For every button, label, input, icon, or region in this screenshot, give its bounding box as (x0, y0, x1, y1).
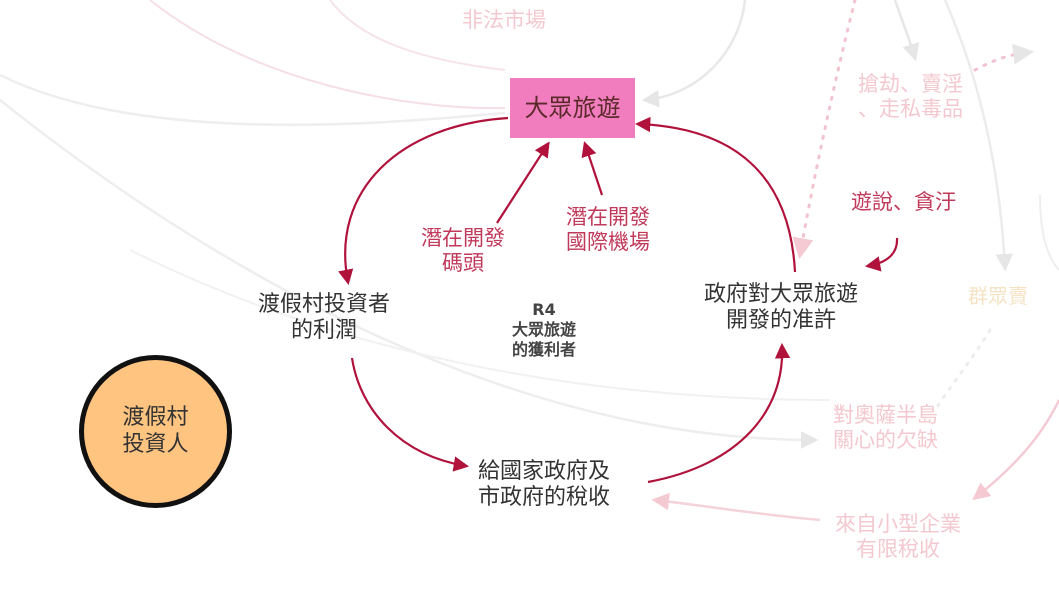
faded-link-curve (329, 0, 506, 71)
node-resort-investor: 渡假村 投資人 (79, 355, 232, 508)
node-tax-revenue: 給國家政府及 市政府的稅收 (478, 459, 611, 511)
faded-link-curve (0, 73, 506, 127)
node-mass-tourism: 大眾旅遊 (510, 78, 635, 138)
node-robbery: 搶劫、賣淫 、走私毒品 (858, 72, 963, 122)
faded-link-curve (651, 492, 821, 522)
faded-link-curve (893, 0, 920, 62)
faded-link-curve (641, 0, 747, 108)
faded-link-dotted (792, 0, 857, 260)
link-permit-to-mass (634, 116, 797, 273)
node-pier: 潛在開發 碼頭 (421, 226, 505, 276)
link-airport-to-mass (581, 141, 604, 196)
node-peninsula: 對奧薩半島 關心的欠缺 (833, 403, 938, 453)
node-community-edge: 群眾賣 (968, 284, 1028, 308)
faded-link-curve (943, 0, 1014, 272)
link-lobbying-to-permit (864, 237, 899, 272)
link-profit-to-tax (350, 357, 470, 472)
link-mass-to-profit (338, 116, 509, 286)
loop-links (338, 116, 899, 484)
link-tax-to-permit (647, 342, 791, 484)
faded-link-curve (149, 0, 506, 110)
node-small-business: 來自小型企業 有限稅收 (835, 512, 961, 562)
node-lobbying: 遊說、貪汙 (851, 190, 956, 214)
faded-link-dotted (933, 328, 992, 412)
node-resort-profit: 渡假村投資者 的利潤 (258, 292, 391, 344)
link-pier-to-mass (496, 141, 550, 224)
faded-link-curve (1039, 194, 1059, 271)
faded-link-dotted (973, 43, 1035, 72)
faded-links (0, 0, 1059, 522)
node-gov-permit: 政府對大眾旅遊 開發的准許 (704, 282, 859, 334)
faded-link-curve (972, 399, 1059, 501)
node-airport: 潛在開發 國際機場 (566, 205, 650, 255)
faded-link-curve (0, 99, 819, 449)
node-illegal-market: 非法市場 (462, 8, 546, 32)
faded-link-curve (129, 249, 831, 401)
loop-label-r4: R4 大眾旅遊 的獲利者 (512, 300, 577, 359)
